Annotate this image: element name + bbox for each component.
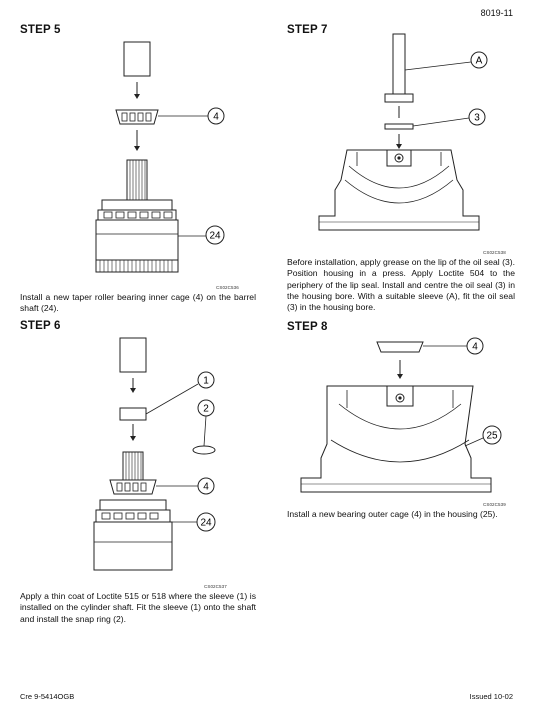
callout-label: 24 [209,231,221,242]
step-6-figure: 1 2 4 2 [20,334,260,584]
step-7-figure: A 3 [287,30,517,250]
step-7-text: Before installation, apply grease on the… [287,257,515,313]
step-6-title: STEP 6 [20,320,61,332]
step-7-figure-code: CS02C538 [483,250,506,255]
step-8-text: Install a new bearing outer cage (4) in … [287,509,498,519]
callout-label: 4 [203,482,209,493]
callout-label: 4 [472,342,478,353]
step-8-figure-code: CS02C539 [483,502,506,507]
callout-label: 25 [486,431,498,442]
step-5-figure: 4 [20,38,260,290]
page-number: 8019-11 [480,8,513,18]
callout-label: 1 [203,376,209,387]
step-6-text: Apply a thin coat of Loctite 515 or 518 … [20,591,256,624]
callout-label: 3 [474,113,480,124]
callout-label: A [476,56,483,67]
callout-label: 2 [203,404,209,415]
step-8-figure: 4 25 [287,334,517,504]
callout-label: 4 [213,112,219,123]
footer-document-code: Cre 9-5414OGB [20,692,75,701]
callout-label: 24 [200,518,212,529]
step-5-text: Install a new taper roller bearing inner… [20,292,256,314]
step-7-title: STEP 7 [287,24,328,36]
footer-issue-date: Issued 10-02 [469,692,513,701]
step-6-figure-code: CS02C537 [204,584,227,589]
step-5-figure-code: CS02C536 [216,285,239,290]
step-5-title: STEP 5 [20,24,61,36]
step-8-title: STEP 8 [287,321,328,333]
